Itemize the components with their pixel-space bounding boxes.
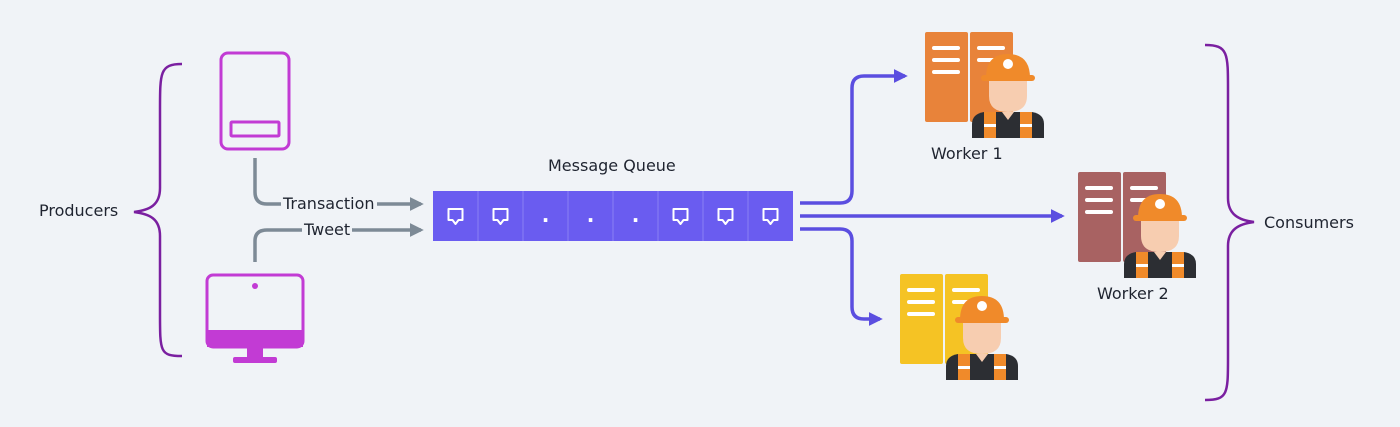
queue-slots: ...	[447, 191, 779, 241]
queue-ellipsis-dot: .	[542, 203, 550, 227]
producers-label: Producers	[39, 201, 119, 220]
worker-1-label: Worker 1	[931, 144, 1003, 163]
transaction-label: Transaction	[281, 194, 377, 214]
monitor-icon	[205, 273, 305, 363]
arrow-to-worker-3	[800, 227, 883, 326]
producers-bracket	[133, 62, 183, 358]
card-terminal-icon	[219, 51, 291, 151]
queue-ellipsis-dot: .	[587, 203, 595, 227]
tweet-connector	[253, 223, 424, 262]
worker-2-label: Worker 2	[1097, 284, 1169, 303]
transaction-connector	[253, 158, 424, 211]
tweet-label: Tweet	[302, 220, 353, 240]
consumers-bracket	[1204, 43, 1255, 402]
arrow-to-worker-1	[800, 69, 908, 205]
queue-ellipsis-dot: .	[632, 203, 640, 227]
queue-title: Message Queue	[548, 156, 676, 175]
consumers-label: Consumers	[1264, 213, 1354, 232]
